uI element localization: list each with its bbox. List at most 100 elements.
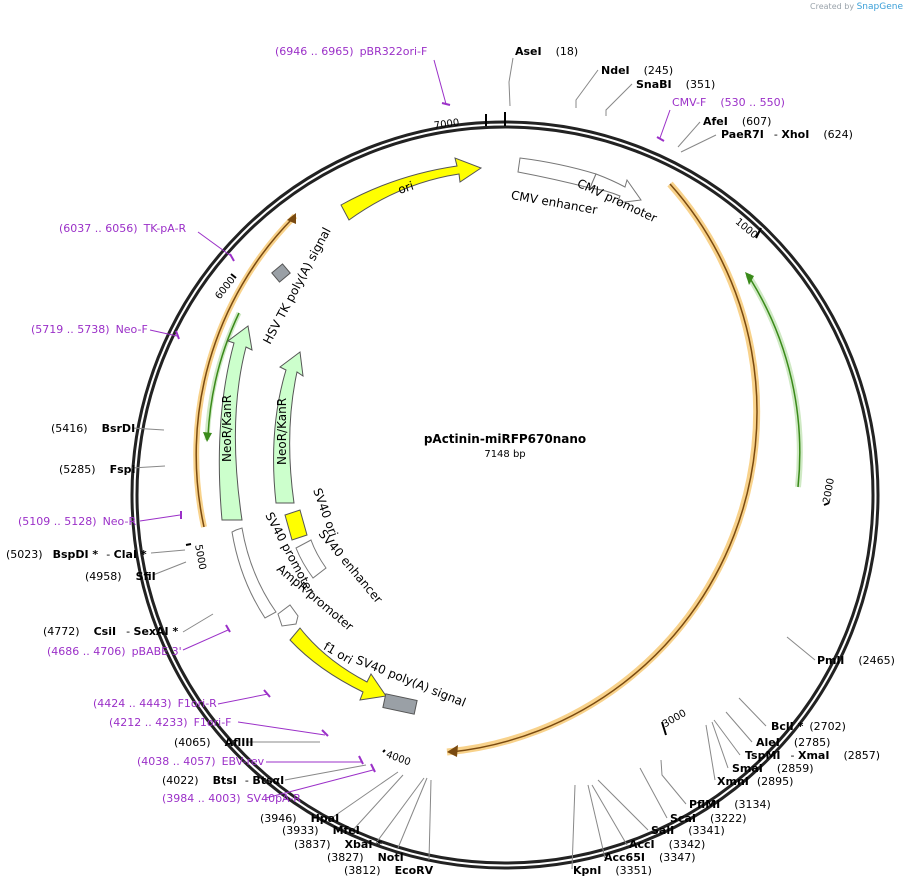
primer-leader-tkpa (197, 231, 232, 257)
site-pflmi: PflMI(3134) (689, 798, 771, 811)
tick-3000 (661, 721, 667, 736)
site-bsrdi: (5416)BsrDI (51, 422, 135, 435)
primer-f1ori-r: (4424 .. 4443)F1ori-R (93, 697, 217, 710)
tick-label-3000: 3000 (661, 708, 689, 730)
tick-2000 (823, 502, 830, 506)
feature-sv40-promoter (231, 527, 277, 619)
site-leader-csii (182, 613, 214, 633)
site-leader-sfii (152, 561, 187, 576)
primer-mark-sv40pa (370, 763, 376, 773)
site-asei: AseI(18) (515, 45, 578, 58)
feature-neor-kanr-outer-label: NeoR/KanR (220, 395, 234, 462)
site-xbai: (3837)XbaI * (294, 838, 382, 851)
primer-ebv-rev: (4038 .. 4057)EBV-rev (137, 755, 265, 768)
left-orange-arrowhead (287, 213, 296, 224)
feature-neor-kanr-inner-label: NeoR/KanR (275, 398, 289, 465)
tick-label-5000: 5000 (192, 544, 207, 571)
site-leader-bsrdi (131, 427, 165, 431)
tick-4000 (382, 749, 386, 753)
site-btsi: (4022)BtsI- BtsαI (162, 774, 284, 787)
feature-ampr-promoter (277, 604, 299, 627)
site-leader-pmli (786, 636, 816, 661)
feature-sv40-enhancer (295, 539, 327, 579)
site-sali: SalI(3341) (651, 824, 725, 837)
feature-neor-kanr-outer (218, 325, 253, 521)
site-leader-afei (677, 121, 701, 148)
site-xmni: XmnI(2895) (717, 775, 793, 788)
site-leader-alei (725, 711, 753, 743)
primer-leader-f1orif (237, 721, 326, 736)
site-bcli: BclI *(2702) (771, 720, 846, 733)
site-bspdi-clai: (5023)BspDI *- ClaI * (6, 548, 147, 561)
feature-sv40-enhancer-label: SV40 enhancer (316, 527, 386, 606)
primer-leader-cmvf (659, 109, 671, 139)
primer-leader-sv40pa (265, 769, 374, 799)
orf-arc-halo (446, 181, 761, 756)
site-leader-ndei (575, 69, 599, 108)
left-green-arc-line (207, 312, 240, 437)
primer-neo-r: (5109 .. 5128)Neo-R (18, 515, 136, 528)
site-afei: AfeI(607) (703, 115, 771, 128)
site-csii-sexai: (4772)CsiI- SexAI * (43, 625, 178, 638)
site-tspmi-xmai: TspMI- XmaI(2857) (745, 749, 880, 762)
site-leader-clai (150, 549, 186, 554)
credit-prefix: Created by (810, 2, 855, 11)
site-pmli: PmlI(2465) (817, 654, 895, 667)
site-leader-tspmi (713, 719, 741, 756)
site-afliii: (4065)AflIII (174, 736, 254, 749)
site-smai: SmaI(2859) (732, 762, 813, 775)
primer-mark-ebv (358, 755, 364, 765)
site-labels-left: (3812)EcoRV (3827)NotI (3837)XbaI * (393… (6, 422, 434, 877)
tick-label-2000: 2000 (822, 477, 837, 504)
primer-mark-pbr322 (441, 102, 451, 106)
site-leader-kpni (571, 784, 576, 870)
site-leader-pflmi (660, 759, 687, 805)
site-fspi: (5285)FspI (59, 463, 136, 476)
site-leaders (131, 57, 816, 870)
primer-leader-pbabe (182, 629, 229, 651)
site-leader-hpai (332, 771, 399, 818)
primer-leader-f1orir (217, 693, 269, 705)
site-noti: (3827)NotI (327, 851, 404, 864)
site-paer7i-xhoi: PaeR7I- XhoI(624) (721, 128, 853, 141)
tick-5000 (185, 543, 192, 546)
site-ndei: NdeI(245) (601, 64, 673, 77)
primer-leaders (139, 59, 671, 799)
feature-f1-ori (289, 627, 387, 701)
primer-mark-f1orif (321, 729, 329, 737)
tick-6000 (230, 273, 237, 279)
primer-cmv-f: CMV-F(530 .. 550) (672, 96, 785, 109)
site-leader-scai (639, 767, 668, 819)
site-labels-right: AseI(18) NdeI(245) SnaBI(351) AfeI(607) … (515, 45, 895, 877)
backbone-inner (135, 125, 875, 865)
tick-1000 (755, 227, 762, 239)
site-leader-mfei (352, 774, 404, 831)
site-hpai: (3946)HpaI (260, 812, 339, 825)
primer-sv40pa-r: (3984 .. 4003)SV40pA-R (162, 792, 301, 805)
green-arc-line (750, 279, 801, 488)
snapgene-credit: Created by SnapGene (810, 2, 903, 12)
primer-leader-pbr322 (433, 59, 447, 105)
primer-mark-neof (175, 330, 180, 340)
primer-mark-pbabe (225, 624, 231, 633)
primer-neo-f: (5719 .. 5738)Neo-F (31, 323, 148, 336)
primer-pbabe-3: (4686 .. 4706)pBABE 3' (47, 645, 182, 658)
feature-ori (340, 157, 483, 221)
site-acc65i: Acc65I(3347) (604, 851, 696, 864)
left-green-arrowhead (203, 432, 212, 442)
site-alei: AleI(2785) (756, 736, 830, 749)
orf-arc-line (450, 183, 758, 753)
primer-tk-pa-r: (6037 .. 6056)TK-pA-R (59, 222, 187, 235)
site-acci: AccI(3342) (629, 838, 705, 851)
site-leader-xbai (375, 777, 425, 844)
feature-hsv-tk-polya (271, 263, 291, 283)
site-sfii: (4958)SfiI (85, 570, 156, 583)
orf-arc-arrowhead (447, 745, 458, 757)
primer-pbr322ori-f: (6946 .. 6965)pBR322ori-F (275, 45, 427, 58)
site-leader-snabi (605, 83, 633, 116)
site-leader-asei (508, 57, 514, 107)
site-leader-fspi (131, 465, 166, 469)
primer-f1ori-f: (4212 .. 4233)F1ori-F (109, 716, 232, 729)
site-leader-acc65i (587, 784, 606, 859)
